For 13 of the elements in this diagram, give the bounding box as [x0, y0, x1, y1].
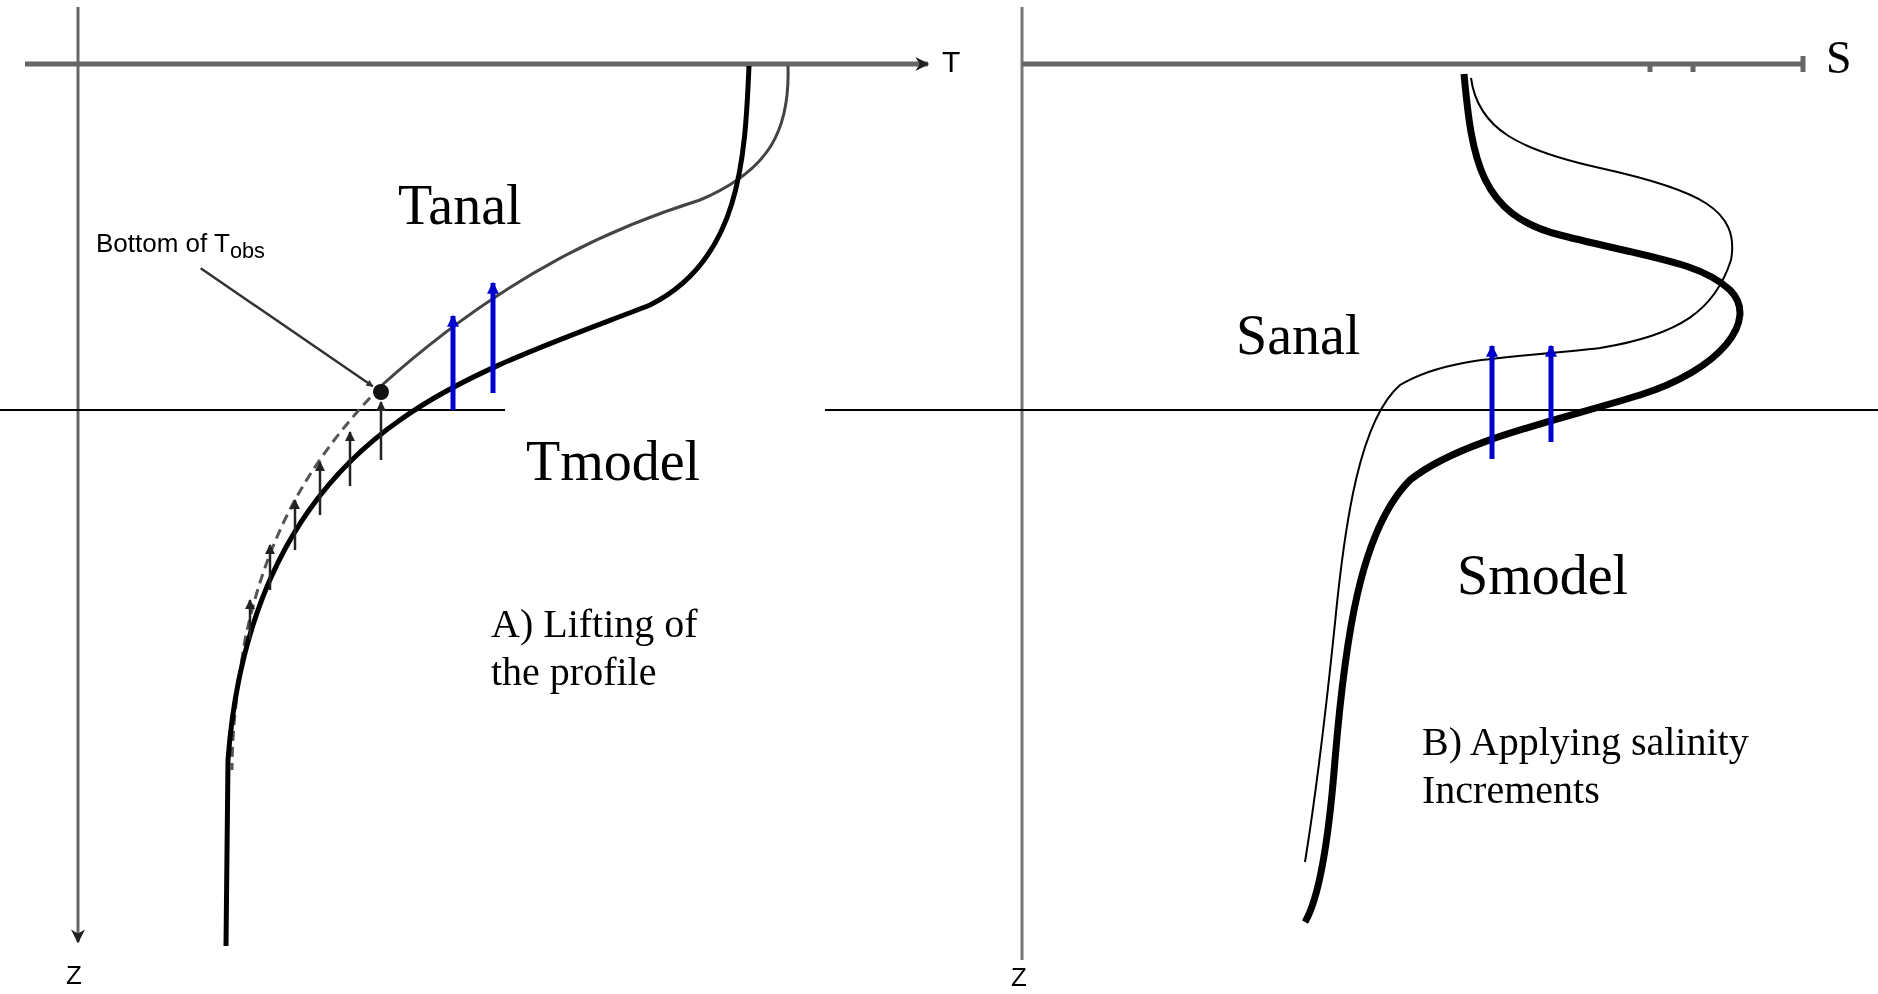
callout-text: Bottom of T$_{obs}$ [96, 228, 265, 265]
diagram-label: Tanal [398, 173, 522, 238]
diagram-label: T [942, 44, 961, 80]
diagram-label: Z [1011, 962, 1027, 994]
diagram-label: Z [66, 960, 82, 992]
diagram-label: Smodel [1457, 543, 1629, 608]
diagram-label: Tmodel [526, 429, 701, 494]
leader-arrow [199, 267, 374, 388]
diagram-label: B) Applying salinity Increments [1422, 718, 1750, 814]
diagram-label: S [1826, 31, 1852, 85]
diagram-label: A) Lifting of the profile [491, 600, 699, 696]
diagram-label: Sanal [1236, 303, 1361, 368]
profile-point [373, 384, 389, 400]
